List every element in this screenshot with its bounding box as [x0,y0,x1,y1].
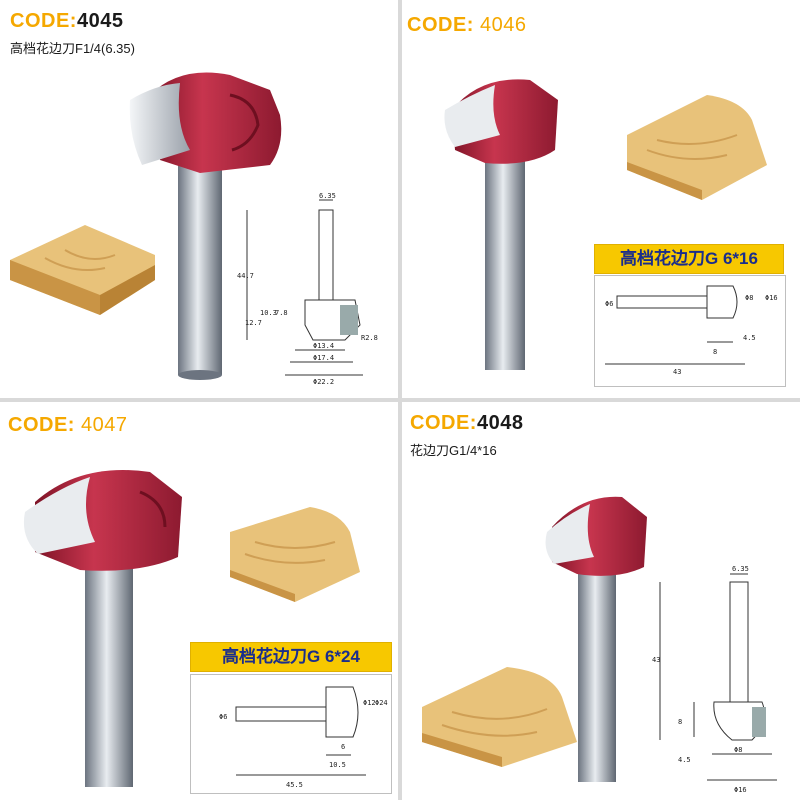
dim-d2: Φ16 [734,786,747,794]
router-bit-image [129,72,282,380]
dim-total: 45.5 [286,781,303,789]
code-label: CODE: [410,412,477,434]
code-label: CODE: [407,14,474,36]
dim-h1: 7.8 [275,309,288,317]
router-bit-image [444,79,558,370]
code-heading: CODE: 4047 [8,414,128,437]
product-name-badge: 高档花边刀G 6*16 [594,244,784,274]
dim-h2: 10.3 [260,309,277,317]
dim-d3: Φ22.2 [313,378,334,386]
code-number: 4047 [81,414,128,436]
dim-l1: 6 [341,743,345,751]
code-number: 4045 [76,10,124,32]
product-subtitle: 高档花边刀F1/4(6.35) [10,41,135,56]
wood-profile-image [627,95,767,200]
dim-shank: Φ6 [219,713,227,721]
wood-profile-image [230,507,360,602]
router-bit-image [23,470,182,787]
technical-drawing: Φ6 Φ8 Φ16 8 4.5 43 [594,275,786,387]
dim-d1: Φ13.4 [313,342,334,350]
dim-l1: 8 [713,348,717,356]
router-bit-image [545,496,647,782]
dim-diameter: Φ24 [375,699,388,707]
product-subtitle: 花边刀G1/4*16 [410,443,497,458]
code-number: 4046 [480,14,527,36]
panel-4048: CODE:4048 花边刀G1/4*16 [402,402,800,800]
dim-shank: 6.35 [319,192,336,200]
technical-drawing: 6.35 44.7 7.8 10.3 12.7 R2.8 Φ13.4 Φ17.4… [237,192,378,386]
wood-profile-image [422,667,577,767]
code-heading: CODE:4045 [10,10,123,33]
wood-profile-image [10,225,155,315]
dim-h3: 12.7 [245,319,262,327]
panel-4047: CODE: 4047 高档花边刀G 6*24 [0,402,398,800]
technical-drawing: Φ6 Φ12 Φ24 6 10.5 45.5 [190,674,392,794]
dim-cut: 8 [678,718,682,726]
panel-4046: CODE: 4046 高档花边刀G 6*16 Φ6 [402,0,800,398]
dim-radius: R2.8 [361,334,378,342]
dim-l2: 4.5 [678,756,691,764]
dim-d2: Φ17.4 [313,354,334,362]
panel-4045: CODE:4045 高档花边刀F1/4(6.35) [0,0,398,398]
code-number: 4048 [476,412,524,434]
dim-l2: 10.5 [329,761,346,769]
technical-drawing: 6.35 43 8 4.5 Φ8 Φ16 [652,565,777,794]
horizontal-divider [0,398,800,402]
dim-total: 43 [673,368,681,376]
code-heading: CODE: 4046 [407,14,527,37]
dim-cut: Φ8 [745,294,753,302]
product-name-badge: 高档花边刀G 6*24 [190,642,392,672]
code-heading: CODE:4048 [410,412,523,435]
dim-cut: Φ12 [363,699,376,707]
dim-d1: Φ8 [734,746,742,754]
dim-length: 44.7 [237,272,254,280]
dim-shank: 6.35 [732,565,749,573]
dim-l2: 4.5 [743,334,756,342]
code-label: CODE: [8,414,75,436]
code-label: CODE: [10,10,77,32]
dim-length: 43 [652,656,660,664]
dim-diameter: Φ16 [765,294,778,302]
dim-shank: Φ6 [605,300,613,308]
